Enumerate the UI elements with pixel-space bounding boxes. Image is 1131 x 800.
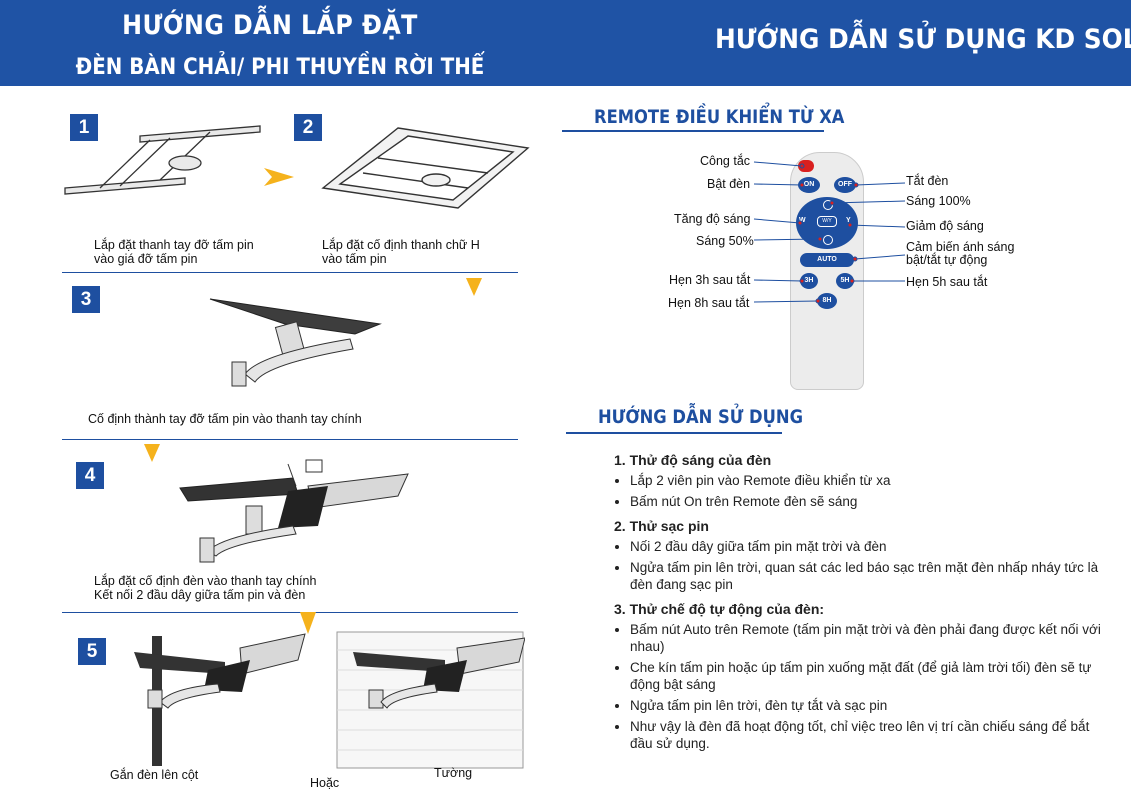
label-switch: Công tắc [700, 154, 751, 168]
step-5-wall-caption: Tường [434, 766, 473, 780]
warm-key: W [799, 217, 806, 224]
down-arrow-icon [144, 444, 160, 462]
section-underline [562, 130, 824, 132]
cool-key: Y [846, 217, 851, 224]
auto-button: AUTO [800, 253, 854, 267]
label-50: Sáng 50% [696, 234, 754, 248]
label-brighter: Tăng độ sáng [674, 212, 751, 226]
brightness-50-icon [823, 235, 833, 245]
guide-item: Che kín tấm pin hoặc úp tấm pin xuống mặ… [630, 659, 1114, 693]
label-off: Tắt đèn [906, 174, 949, 188]
timer-3h-button: 3H [800, 273, 818, 289]
step-4-illustration [179, 459, 409, 563]
down-arrow-icon [300, 612, 316, 634]
label-sensor-2: bật/tắt tự động [906, 253, 988, 267]
label-8h: Hẹn 8h sau tắt [668, 296, 750, 310]
step-1-illustration [64, 125, 261, 195]
guide-item: Ngửa tấm pin lên trời, đèn tự tắt và sạc… [630, 697, 1114, 714]
step-1-badge: 1 [70, 114, 98, 141]
guide-heading-3: 3. Thử chế độ tự động của đèn: [614, 601, 825, 617]
step-4-badge: 4 [76, 462, 104, 489]
section-underline [566, 432, 782, 434]
step-3-illustration [209, 298, 382, 387]
on-button: ON [798, 177, 820, 193]
remote-section-title: REMOTE ĐIỀU KHIỂN TỪ XA [594, 106, 845, 128]
usage-guide: 1. Thử độ sáng của đèn Lắp 2 viên pin và… [614, 452, 1114, 760]
guide-item: Lắp 2 viên pin vào Remote điều khiển từ … [630, 472, 1114, 489]
label-100: Sáng 100% [906, 194, 971, 208]
label-sensor: Cảm biến ánh sáng [906, 240, 1015, 254]
color-mode-key: W/Y [817, 216, 837, 227]
header-banner [0, 0, 1131, 86]
step-2-illustration [321, 127, 530, 209]
step-5-pole-caption: Gắn đèn lên cột [110, 768, 199, 782]
divider [62, 612, 518, 613]
label-on: Bật đèn [707, 177, 751, 191]
guide-item: Nối 2 đầu dây giữa tấm pin mặt trời và đ… [630, 538, 1114, 555]
step-3-badge: 3 [72, 286, 100, 313]
step-5-wall-illustration [336, 631, 525, 769]
power-switch [798, 160, 814, 172]
page-subtitle: ĐÈN BÀN CHẢI/ PHI THUYỀN RỜI THỂ [75, 55, 485, 80]
divider [62, 439, 518, 440]
step-5-pole-illustration [134, 633, 306, 766]
label-dimmer: Giảm độ sáng [906, 219, 984, 233]
step-2-badge: 2 [294, 114, 322, 141]
guide-heading-2: 2. Thử sạc pin [614, 518, 709, 534]
label-5h: Hẹn 5h sau tắt [906, 275, 988, 289]
off-button: OFF [834, 177, 856, 193]
guide-heading-1: 1. Thử độ sáng của đèn [614, 452, 772, 468]
step-5-badge: 5 [78, 638, 106, 665]
guide-item: Bấm nút Auto trên Remote (tấm pin mặt tr… [630, 621, 1114, 655]
guide-item: Bấm nút On trên Remote đèn sẽ sáng [630, 493, 1114, 510]
remote-leader-lines [753, 161, 906, 304]
divider [62, 272, 518, 273]
guide-item: Như vậy là đèn đã hoạt động tốt, chỉ việ… [630, 718, 1114, 752]
next-arrow-icon [264, 168, 294, 186]
step-5-or-caption: Hoặc [310, 776, 340, 790]
usage-title: HƯỚNG DẪN SỬ DỤNG KD SOLAR [715, 24, 1131, 55]
label-3h: Hẹn 3h sau tắt [669, 273, 751, 287]
timer-5h-button: 5H [836, 273, 854, 289]
down-arrow-icon [466, 278, 482, 296]
timer-8h-button: 8H [817, 293, 837, 309]
guide-item: Ngửa tấm pin lên trời, quan sát các led … [630, 559, 1114, 593]
page-title: HƯỚNG DẪN LẮP ĐẶT [122, 10, 418, 41]
guide-section-title: HƯỚNG DẪN SỬ DỤNG [598, 406, 803, 428]
step-3-caption: Cố định thành tay đỡ tấm pin vào thanh t… [88, 412, 362, 426]
